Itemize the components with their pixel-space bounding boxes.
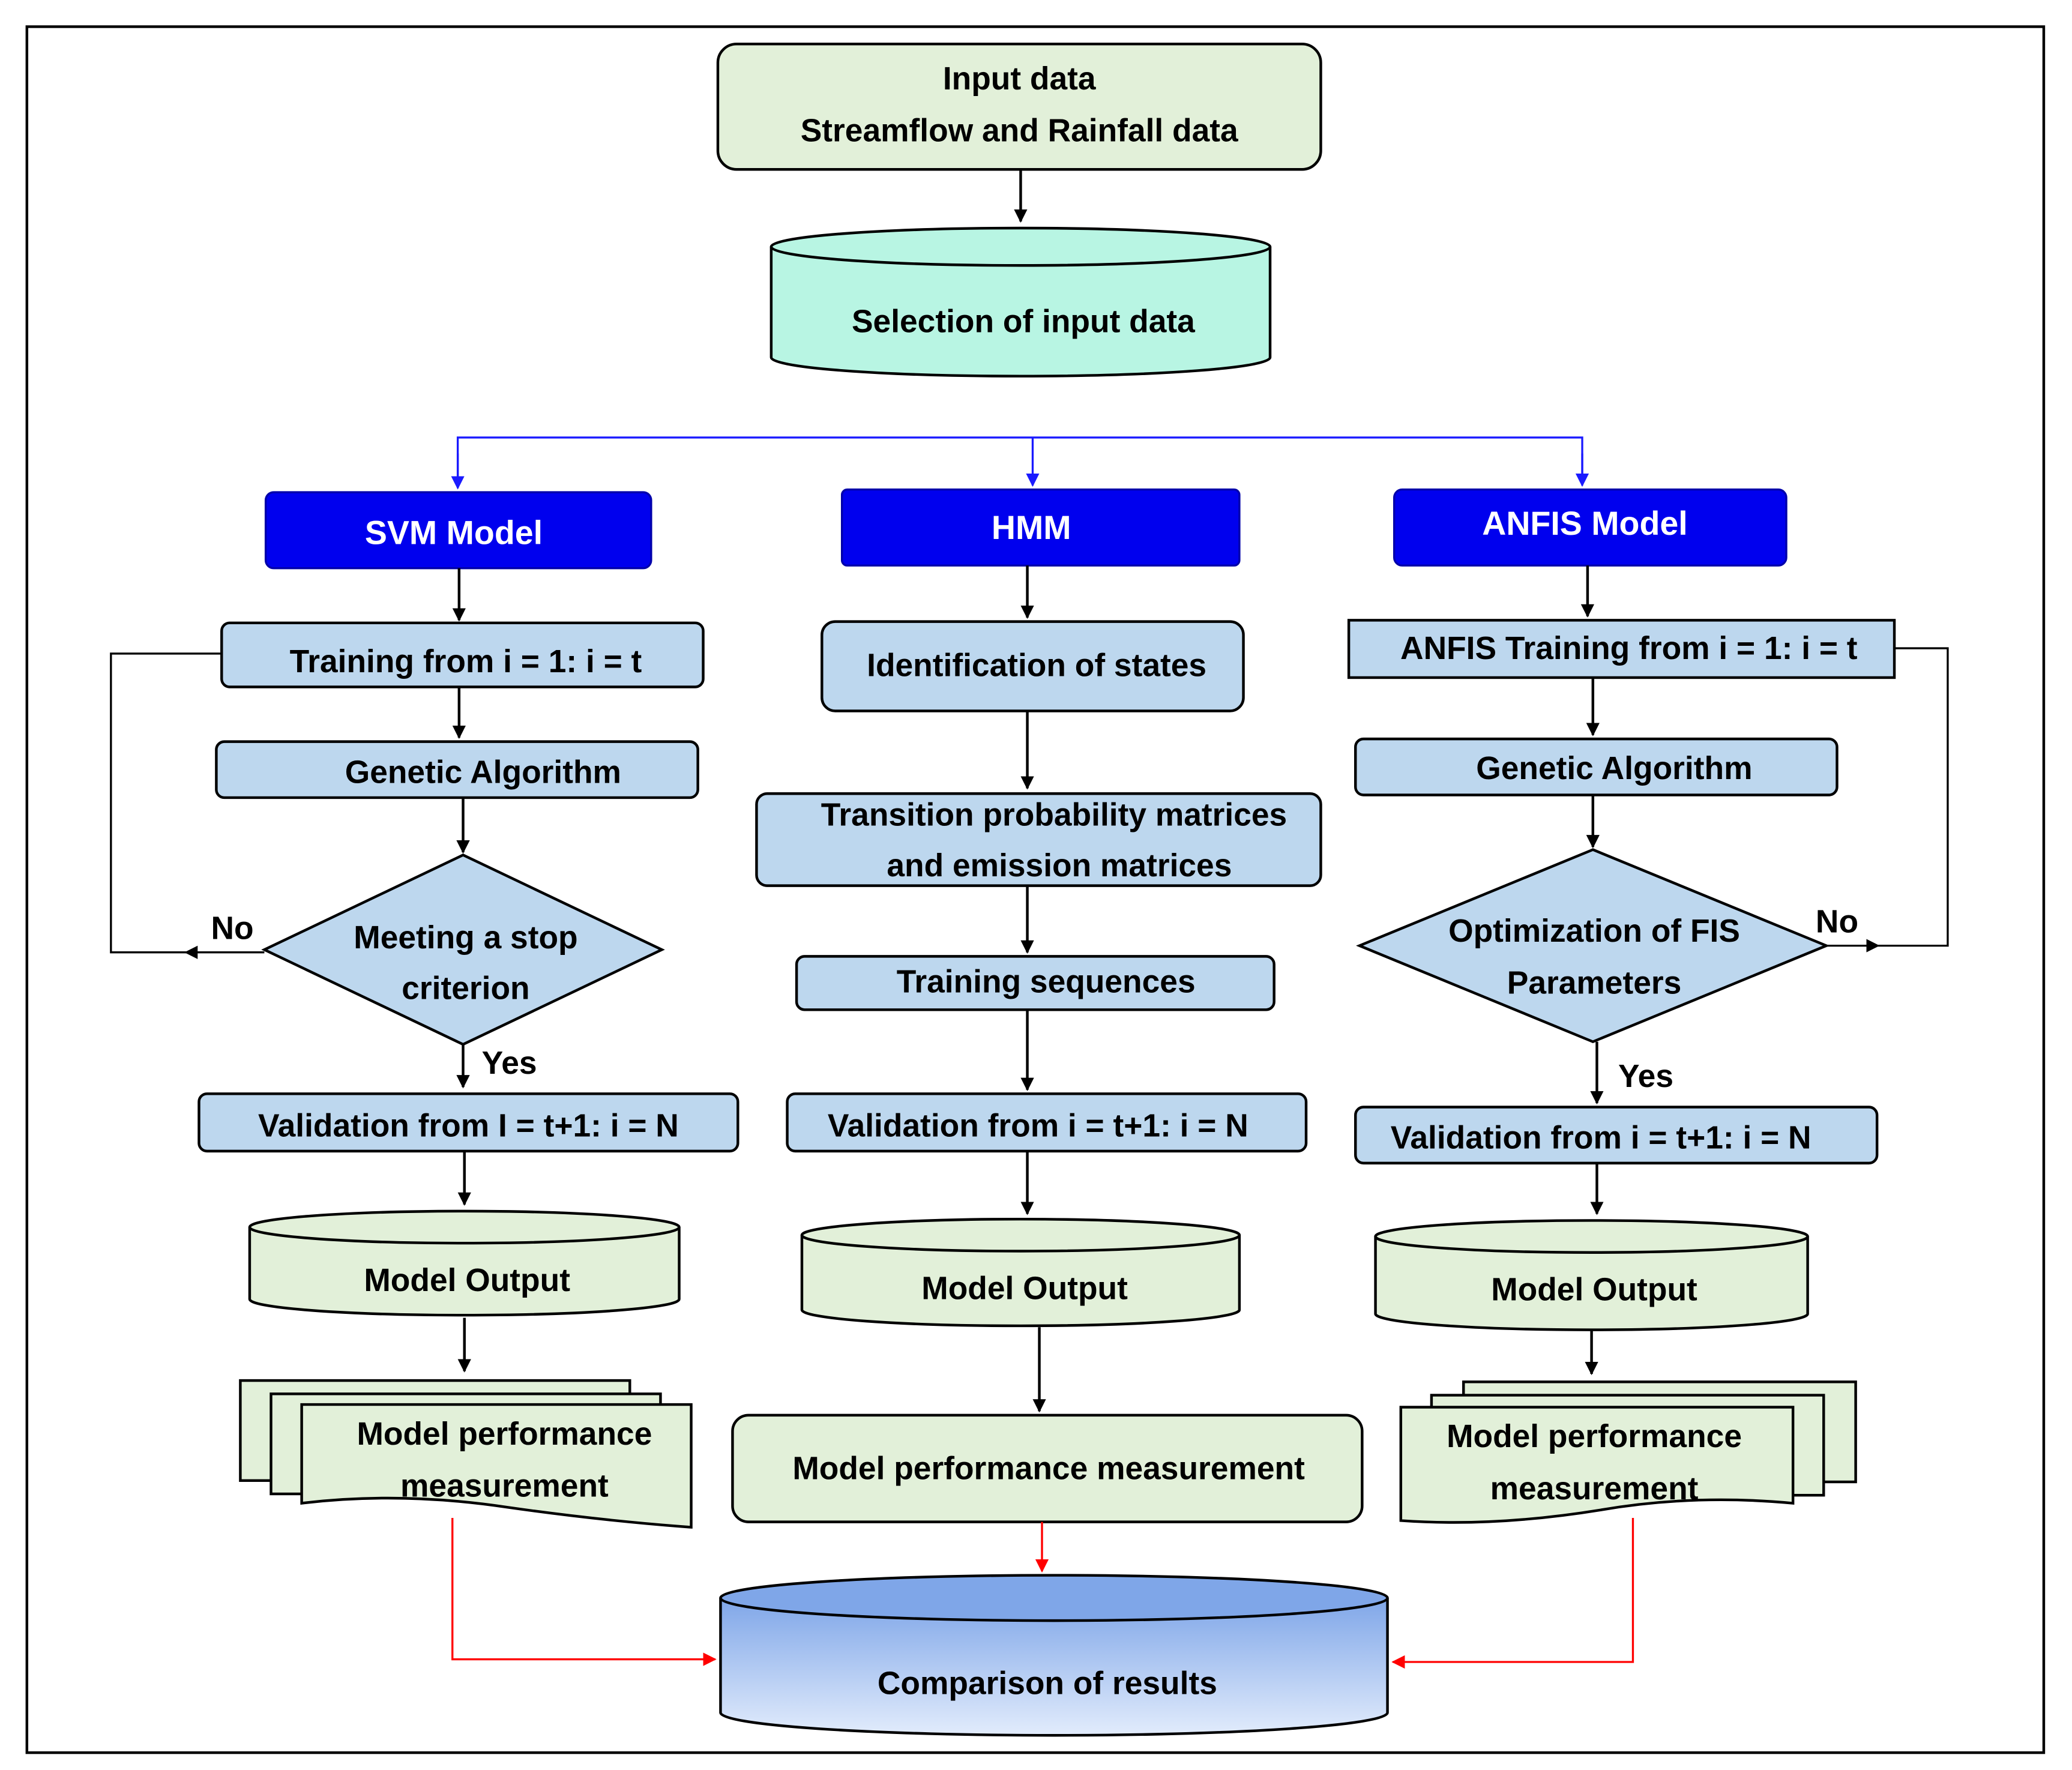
hmm-validation-box [786,1092,1308,1153]
hmm-training-box [795,955,1275,1011]
selection-label: Selection of input data [852,304,1195,339]
anfis-yes-label: Yes [1618,1059,1673,1094]
anfis-decision-line2: Parameters [1507,966,1682,1001]
hmm-column: HMM Identification of states Transition … [731,488,1364,1523]
hmm-validation-label: Validation from i = t+1: i = N [828,1108,1248,1143]
svm-output-cylinder: Model Output [248,1209,681,1317]
svm-decision-line2: criterion [402,971,529,1007]
hmm-output-label: Model Output [921,1271,1128,1307]
selection-cylinder: Selection of input data [769,226,1272,378]
anfis-output-cylinder: Model Output [1374,1219,1809,1331]
svm-training-label: Training from i = 1: i = t [290,644,642,679]
hmm-performance-label: Model performance measurement [792,1451,1305,1487]
anfis-ga-label: Genetic Algorithm [1476,751,1752,786]
svm-performance-docs: Model performance measurement [239,1379,693,1529]
anfis-validation-label: Validation from i = t+1: i = N [1391,1120,1811,1155]
hmm-training-label: Training sequences [897,964,1196,999]
hmm-states-label: Identification of states [867,648,1206,684]
branch-connectors [451,436,1589,490]
anfis-ga-box [1354,737,1839,796]
anfis-validation-box [1354,1106,1879,1165]
hmm-matrices-line2: and emission matrices [887,848,1232,883]
input-data-box: Input data Streamflow and Rainfall data [716,43,1322,171]
svm-decision-line1: Meeting a stop [354,920,577,956]
comparison-label: Comparison of results [878,1666,1217,1701]
svm-ga-box [215,740,699,799]
svm-performance-line2: measurement [400,1468,609,1504]
input-data-title: Input data [943,61,1096,97]
hmm-header-label: HMM [992,509,1071,546]
svm-ga-label: Genetic Algorithm [345,754,621,790]
comparison-cylinder: Comparison of results [719,1574,1389,1737]
svm-validation-label: Validation from I = t+1: i = N [258,1108,679,1143]
anfis-output-label: Model Output [1491,1272,1697,1308]
hmm-output-cylinder: Model Output [800,1217,1241,1328]
anfis-performance-line1: Model performance [1447,1419,1742,1454]
svm-output-label: Model Output [364,1263,570,1298]
anfis-decision-line1: Optimization of FIS [1448,914,1740,949]
svm-performance-line1: Model performance [357,1416,652,1452]
anfis-header [1393,488,1787,567]
svm-training-box [220,621,705,688]
anfis-performance-docs: Model performance measurement [1399,1380,1857,1524]
hmm-header [840,488,1241,567]
outer-frame [25,25,2046,1754]
hmm-matrices-line1: Transition probability matrices [821,798,1287,833]
svm-validation-box [197,1092,739,1153]
red-connectors [451,1517,1634,1669]
anfis-column: ANFIS Model ANFIS Training from i = 1: i… [1347,488,1949,1524]
anfis-performance-line2: measurement [1490,1471,1699,1507]
svm-yes-label: Yes [482,1046,537,1081]
anfis-training-label: ANFIS Training from i = 1: i = t [1400,631,1858,666]
anfis-header-label: ANFIS Model [1482,505,1688,542]
svm-header-label: SVM Model [365,514,543,552]
hmm-performance-box [731,1413,1364,1523]
hmm-states-box [821,620,1245,712]
svm-column: SVM Model Training from i = 1: i = t Gen… [110,491,739,1529]
anfis-no-loop [1878,647,1949,947]
anfis-no-label: No [1816,904,1858,939]
svm-no-label: No [211,911,254,947]
anfis-decision-diamond [1356,848,1830,1044]
hmm-matrices-box [755,792,1322,887]
svm-no-loop [110,652,222,954]
input-data-subtitle: Streamflow and Rainfall data [801,113,1238,149]
